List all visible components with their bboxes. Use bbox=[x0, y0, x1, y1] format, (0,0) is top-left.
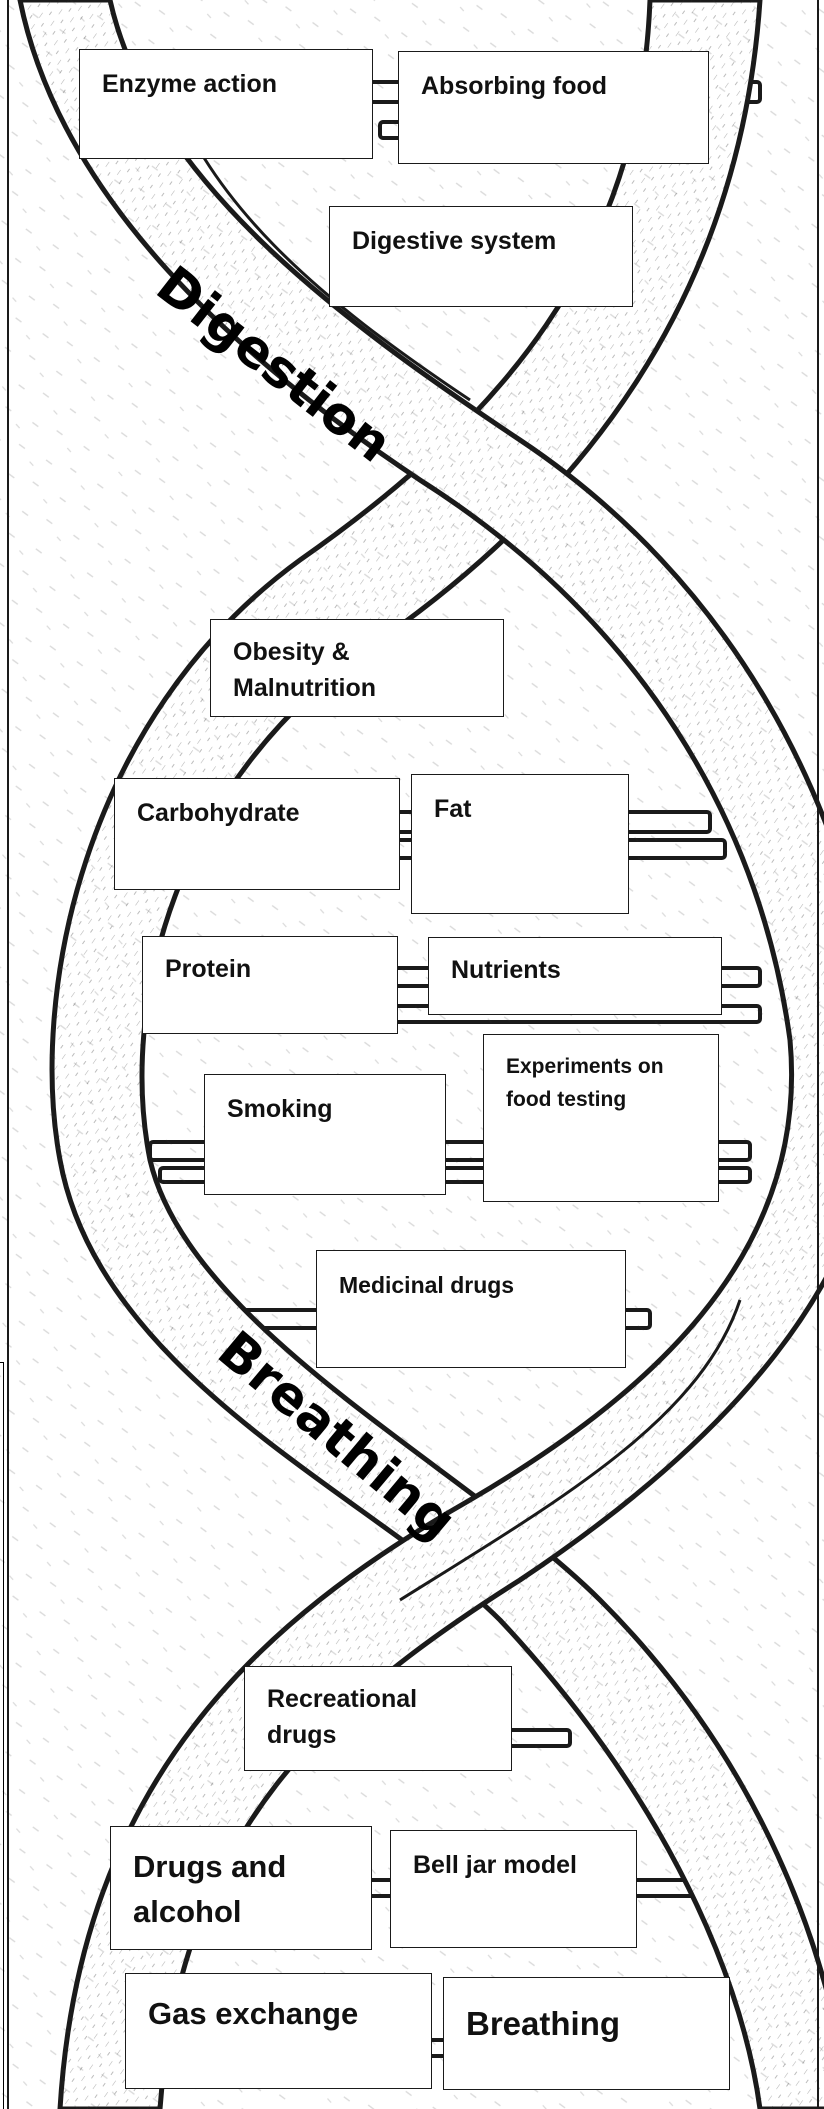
box-absorbing-food[interactable]: Absorbing food bbox=[398, 51, 709, 164]
box-medicinal-drugs[interactable]: Medicinal drugs bbox=[316, 1250, 626, 1368]
left-border-line bbox=[0, 1362, 4, 2109]
box-nutrients[interactable]: Nutrients bbox=[428, 937, 722, 1015]
box-enzyme-action[interactable]: Enzyme action bbox=[79, 49, 373, 159]
box-digestive-system[interactable]: Digestive system bbox=[329, 206, 633, 307]
box-breathing[interactable]: Breathing bbox=[443, 1977, 730, 2090]
box-gas-exchange[interactable]: Gas exchange bbox=[125, 1973, 432, 2089]
box-experiments-food-testing[interactable]: Experiments on food testing bbox=[483, 1034, 719, 1202]
box-drugs-and-alcohol[interactable]: Drugs and alcohol bbox=[110, 1826, 372, 1950]
box-obesity-malnutrition[interactable]: Obesity & Malnutrition bbox=[210, 619, 504, 717]
box-smoking[interactable]: Smoking bbox=[204, 1074, 446, 1195]
box-bell-jar-model[interactable]: Bell jar model bbox=[390, 1830, 637, 1948]
box-carbohydrate[interactable]: Carbohydrate bbox=[114, 778, 400, 890]
box-protein[interactable]: Protein bbox=[142, 936, 398, 1034]
box-fat[interactable]: Fat bbox=[411, 774, 629, 914]
box-recreational-drugs[interactable]: Recreational drugs bbox=[244, 1666, 512, 1771]
